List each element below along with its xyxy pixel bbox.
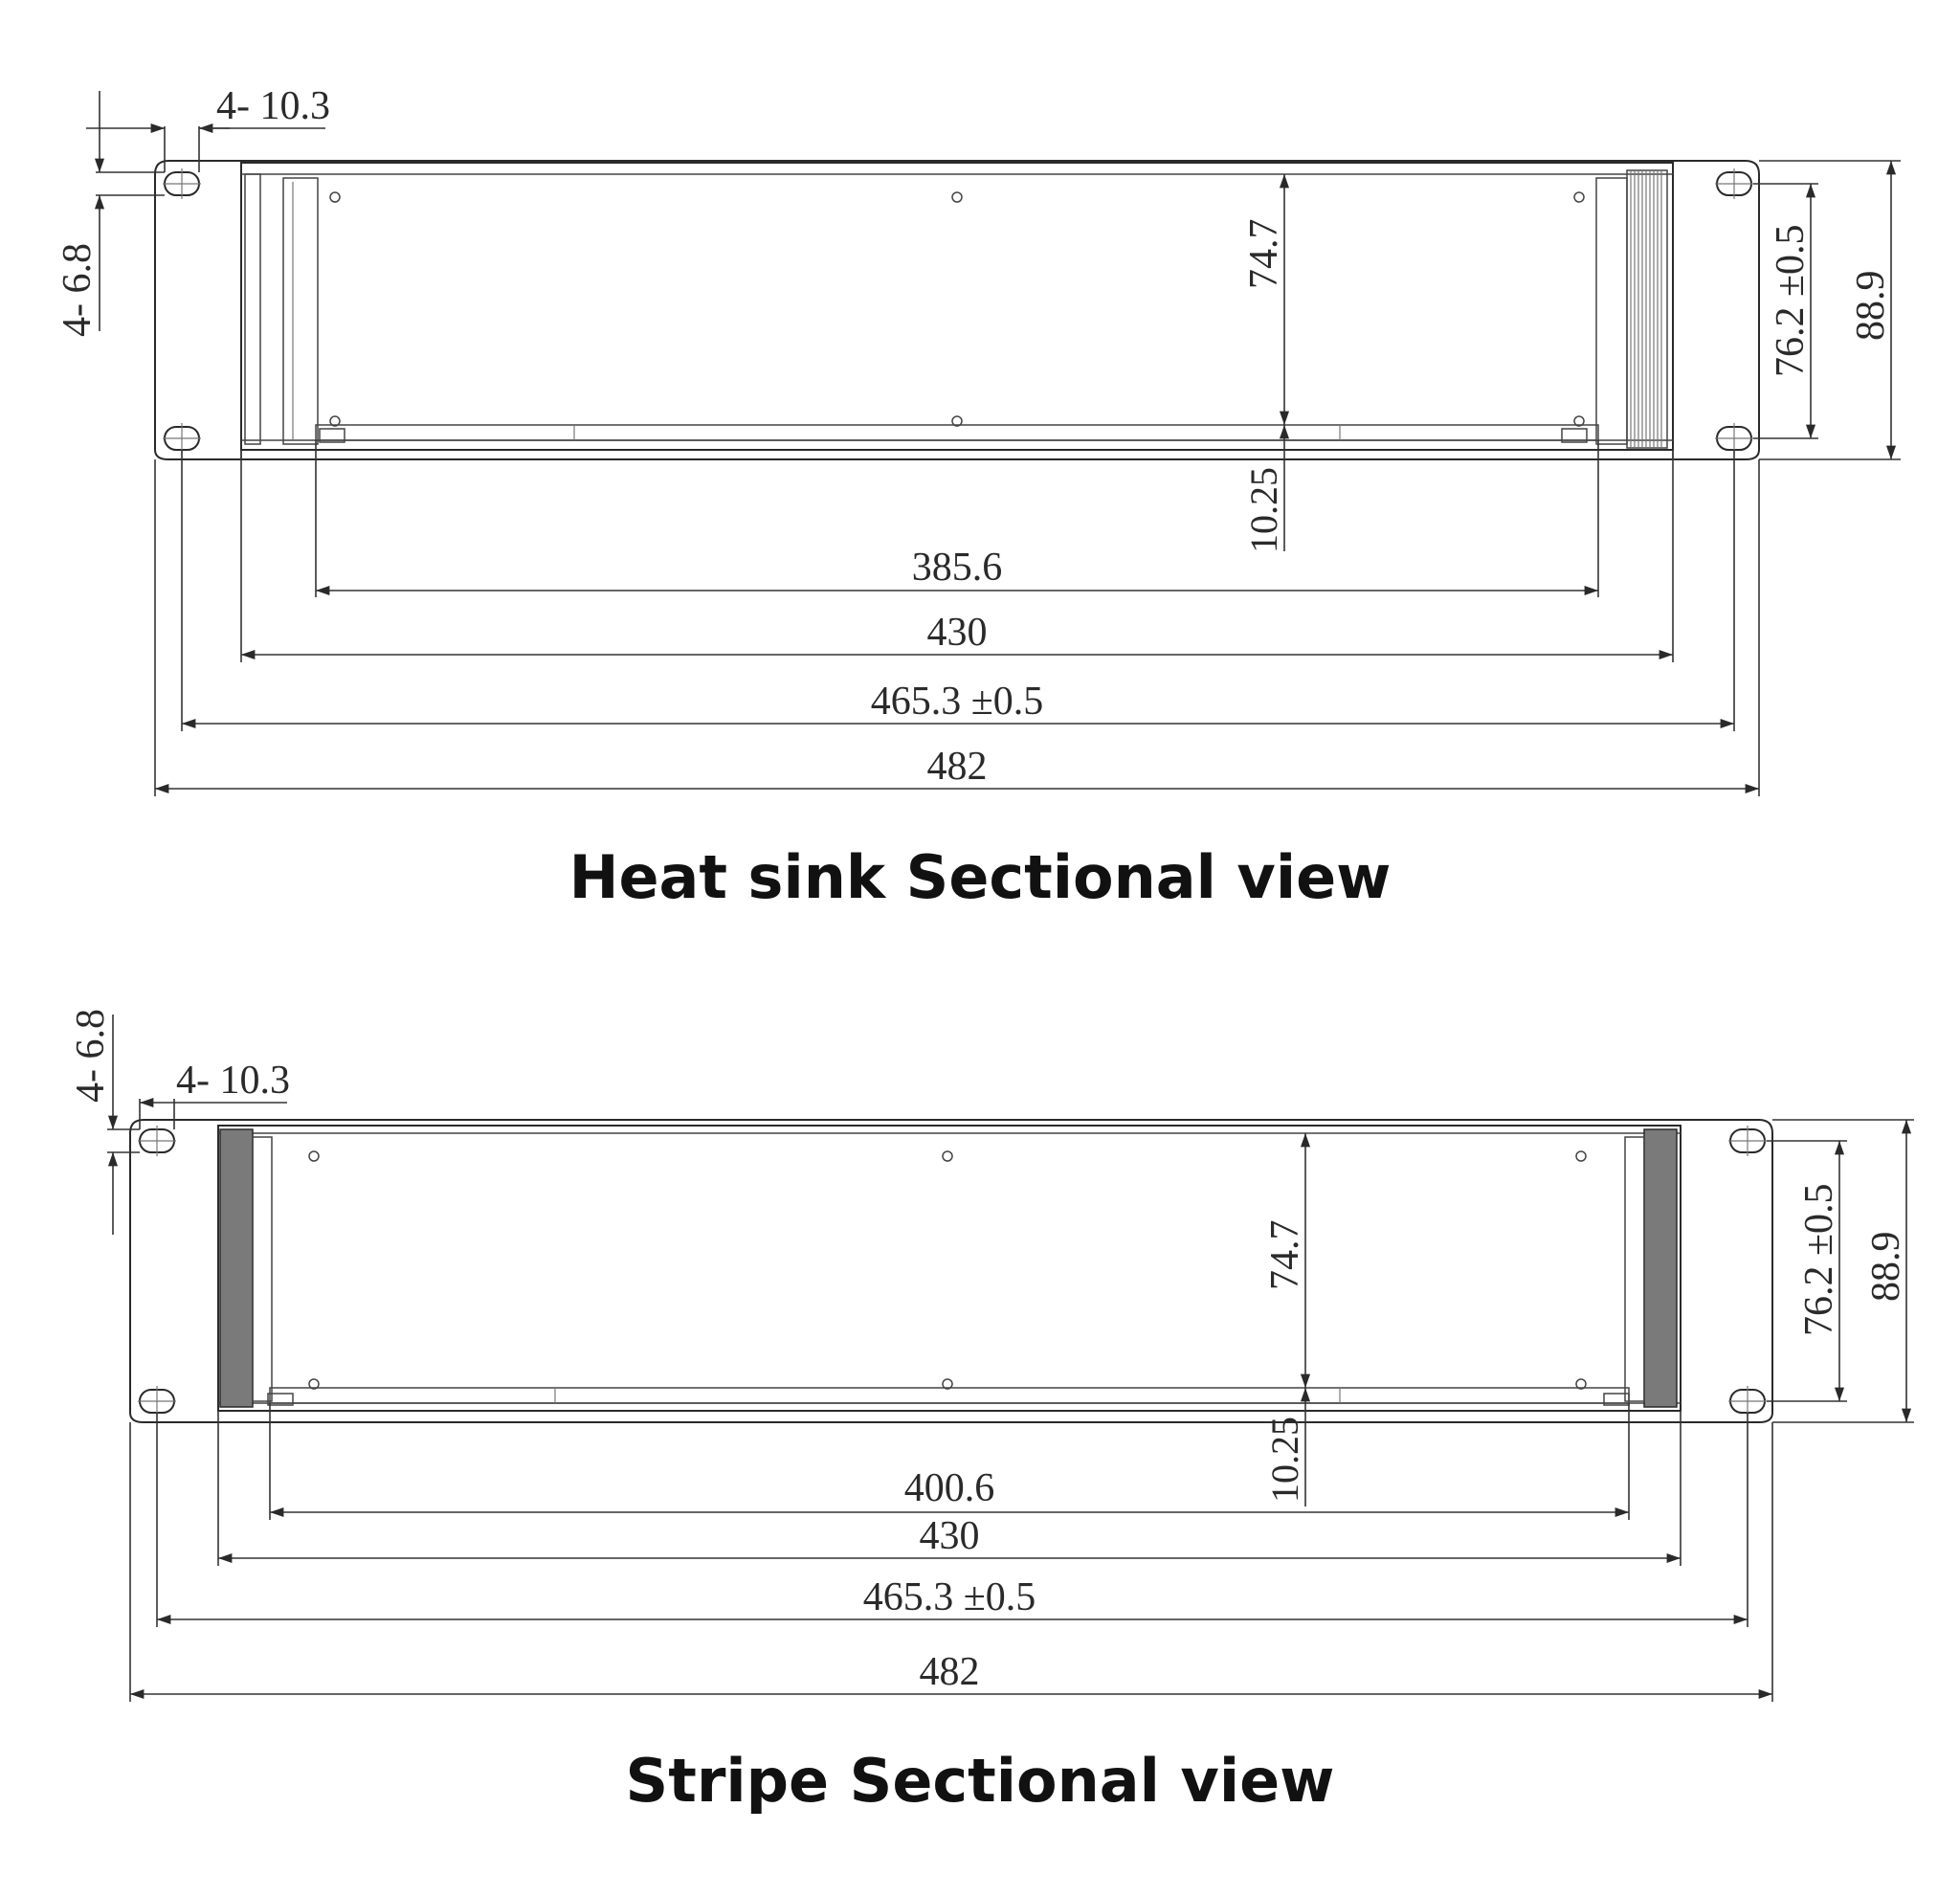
- stripe-right: [1643, 1128, 1678, 1408]
- dim-label-overall-width: 482: [927, 745, 988, 789]
- dim-height: 88.9: [1759, 160, 1901, 460]
- dim-overall-width: 482: [154, 459, 1760, 796]
- dim-bottom: 10.25: [1263, 1388, 1311, 1506]
- stripe-left: [219, 1128, 254, 1408]
- dim-hole-span: 465.3 ±0.5: [156, 1413, 1748, 1627]
- dim-label-hole-span: 465.3 ±0.5: [863, 1575, 1036, 1619]
- dim-mount-pitch: 76.2 ±0.5: [1767, 1140, 1847, 1402]
- dim-label-rail: 385.6: [912, 546, 1003, 590]
- dim-label-inner-height: 74.7: [1242, 219, 1286, 290]
- dim-rail: 385.6: [315, 440, 1599, 597]
- dim-label-hole-width: 4- 10.3: [176, 1059, 290, 1103]
- dim-label-body-width: 430: [920, 1514, 980, 1558]
- dim-label-rail: 400.6: [904, 1466, 995, 1510]
- dim-hole-width: 4- 10.3: [86, 84, 330, 172]
- heat-sink-fins: [1595, 169, 1668, 449]
- dim-hole-height: 4- 6.8: [56, 91, 165, 337]
- dim-inner-height: 74.7: [1263, 1133, 1311, 1388]
- dim-label-hole-height: 4- 6.8: [69, 1009, 113, 1103]
- dim-rail: 400.6: [269, 1403, 1630, 1520]
- dim-body-width: 430: [217, 1411, 1682, 1566]
- dim-label-hole-height: 4- 6.8: [56, 243, 100, 337]
- chassis-body: [217, 1125, 1682, 1412]
- dim-label-mount-pitch: 76.2 ±0.5: [1797, 1183, 1841, 1336]
- dim-label-overall-width: 482: [920, 1650, 980, 1694]
- dim-label-hole-width: 4- 10.3: [216, 84, 330, 128]
- dim-hole-width: 4- 10.3: [139, 1059, 290, 1129]
- caption-stripe: Stripe Sectional view: [626, 1746, 1335, 1816]
- dim-label-inner-height: 74.7: [1263, 1220, 1307, 1291]
- chassis-body: [240, 162, 1674, 451]
- caption-heat-sink: Heat sink Sectional view: [569, 842, 1392, 912]
- dim-height: 88.9: [1772, 1119, 1914, 1423]
- dim-label-body-width: 430: [927, 611, 988, 655]
- stripe-view: 4- 6.8 4- 10.3 74.7 10.25 76.2 ±0.5: [69, 1009, 1914, 1816]
- dim-mount-pitch: 76.2 ±0.5: [1753, 183, 1818, 439]
- dim-inner-height: 74.7: [1242, 174, 1290, 425]
- dim-body-width: 430: [240, 450, 1674, 662]
- dim-label-hole-span: 465.3 ±0.5: [871, 680, 1044, 724]
- front-panel: [129, 1119, 1773, 1423]
- dim-label-height: 88.9: [1849, 271, 1893, 342]
- heat-sink-view: 4- 10.3 4- 6.8 74.7 10.25 76.2 ±0.5: [56, 84, 1901, 912]
- dim-label-bottom: 10.25: [1263, 1417, 1306, 1503]
- dim-hole-span: 465.3 ±0.5: [181, 450, 1735, 731]
- dim-hole-height: 4- 6.8: [69, 1009, 140, 1235]
- dim-label-height: 88.9: [1864, 1232, 1908, 1303]
- front-panel: [154, 160, 1760, 460]
- dim-bottom: 10.25: [1242, 425, 1290, 553]
- dim-label-mount-pitch: 76.2 ±0.5: [1769, 224, 1813, 377]
- dim-overall-width: 482: [129, 1422, 1773, 1702]
- mounting-holes: [138, 1126, 1767, 1417]
- mounting-holes: [163, 168, 1753, 454]
- dim-label-bottom: 10.25: [1242, 467, 1285, 553]
